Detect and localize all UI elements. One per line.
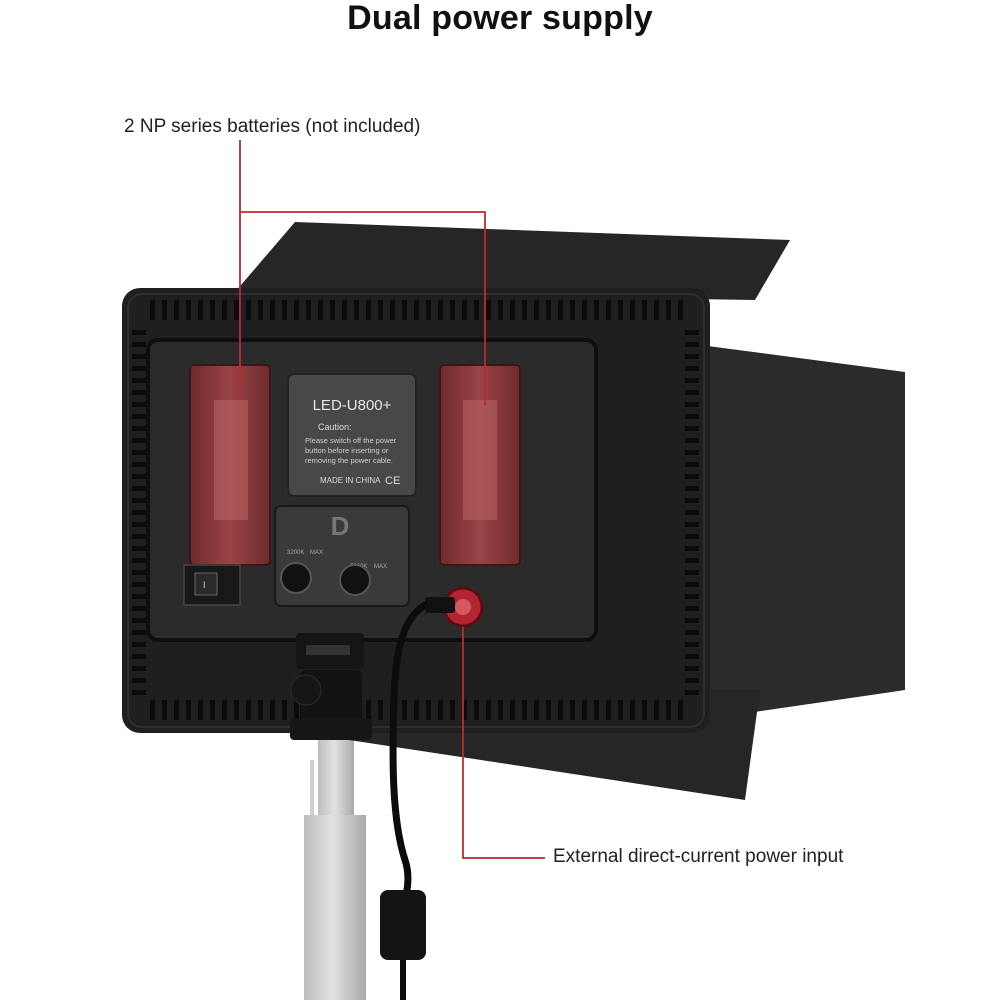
brand-logo-icon: D xyxy=(331,511,350,541)
caution-line-3: removing the power cable. xyxy=(305,456,393,465)
ce-mark: CE xyxy=(385,475,400,487)
color-temp-knob[interactable] xyxy=(280,562,312,594)
caution-line-2: button before inserting or xyxy=(305,446,389,455)
dc-input-callout-line xyxy=(462,627,545,859)
battery-left xyxy=(189,364,271,566)
caution-line-1: Please switch off the power xyxy=(305,436,397,445)
shoe-mount xyxy=(290,633,372,740)
knob-left-label-max: MAX xyxy=(310,550,323,556)
power-switch-icon: I xyxy=(203,580,206,590)
battery-right xyxy=(439,364,521,566)
page-title: Dual power supply xyxy=(347,0,653,37)
label-plate: LED-U800+ Caution: Please switch off the… xyxy=(287,373,417,497)
power-switch[interactable]: I xyxy=(183,564,241,606)
light-stand xyxy=(304,735,366,1000)
dc-input-callout-label: External direct-current power input xyxy=(553,846,844,867)
power-cable xyxy=(389,601,429,924)
model-label: LED-U800+ xyxy=(313,397,392,414)
batteries-callout-label: 2 NP series batteries (not included) xyxy=(124,116,421,137)
brightness-knob[interactable] xyxy=(339,564,371,596)
cable-ferrite xyxy=(380,890,426,960)
batteries-callout-line xyxy=(239,140,486,405)
callout-lines xyxy=(239,140,545,859)
knob-left-label-temp: 3200K xyxy=(287,550,304,556)
dc-power-input xyxy=(425,586,484,628)
made-in-label: MADE IN CHINA xyxy=(320,476,381,485)
caution-title: Caution: xyxy=(318,422,352,432)
knob-right-label-max: MAX xyxy=(374,564,387,570)
